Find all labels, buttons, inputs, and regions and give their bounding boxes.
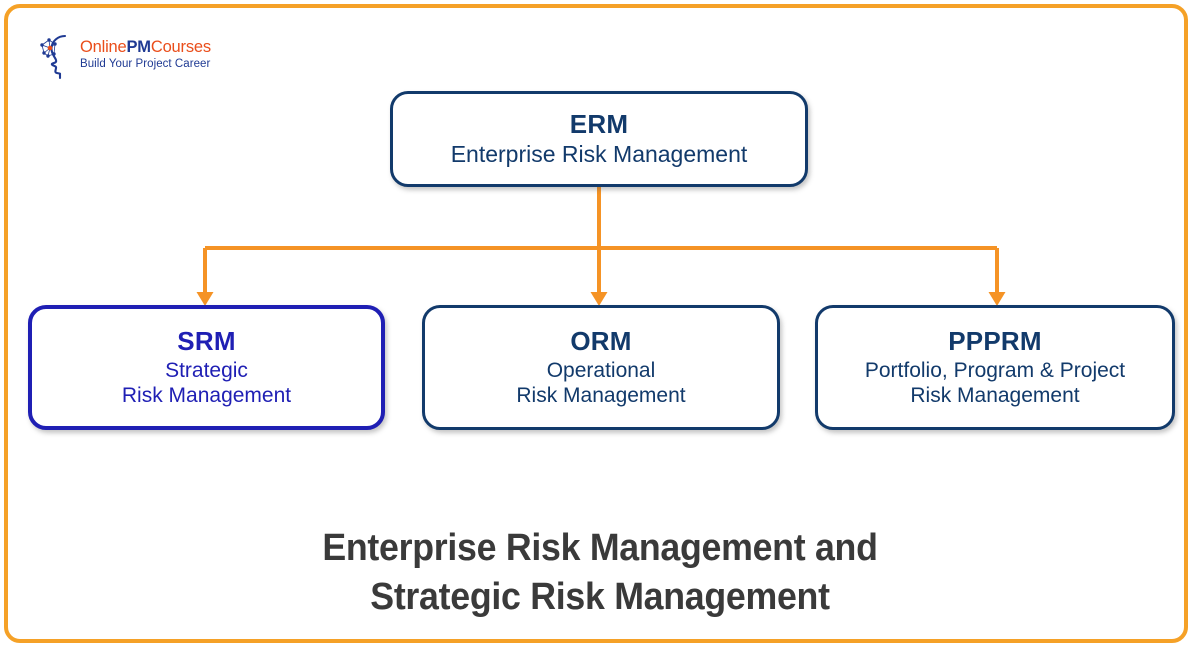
node-ppprm-description: Portfolio, Program & Project Risk Manage… [865,359,1125,409]
node-orm-code: ORM [570,326,632,357]
logo-word-online: Online [80,38,127,56]
node-ppprm[interactable]: PPPRM Portfolio, Program & Project Risk … [815,305,1175,430]
node-srm[interactable]: SRM Strategic Risk Management [28,305,385,430]
node-erm[interactable]: ERM Enterprise Risk Management [390,91,808,187]
node-erm-code: ERM [569,109,629,140]
caption-line2: Strategic Risk Management [370,576,830,618]
node-srm-description-line2: Risk Management [121,384,292,407]
node-ppprm-description-line1: Portfolio, Program & Project [864,359,1126,383]
node-srm-description: Strategic Risk Management [122,359,291,409]
logo-title: OnlinePMCourses [80,38,211,57]
node-erm-description: Enterprise Risk Management [450,141,748,168]
node-ppprm-description-line2: Risk Management [910,384,1080,407]
node-ppprm-code: PPPRM [948,326,1042,357]
node-orm-description-line1: Operational [546,359,656,383]
brand-logo[interactable]: OnlinePMCourses Build Your Project Caree… [38,30,238,82]
node-srm-code: SRM [177,326,236,357]
logo-word-pm: PM [126,38,152,56]
caption-line1: Enterprise Risk Management and [322,527,878,569]
diagram-caption: Enterprise Risk Management and Strategic… [36,524,1164,622]
node-orm-description-line2: Risk Management [516,384,686,407]
logo-tagline: Build Your Project Career [80,58,211,70]
head-network-icon [40,34,67,80]
logo-wordmark: OnlinePMCourses Build Your Project Caree… [80,38,211,71]
node-orm[interactable]: ORM Operational Risk Management [422,305,780,430]
node-srm-description-line1: Strategic [165,359,248,383]
node-orm-description: Operational Risk Management [516,359,685,409]
logo-word-courses: Courses [150,38,211,56]
